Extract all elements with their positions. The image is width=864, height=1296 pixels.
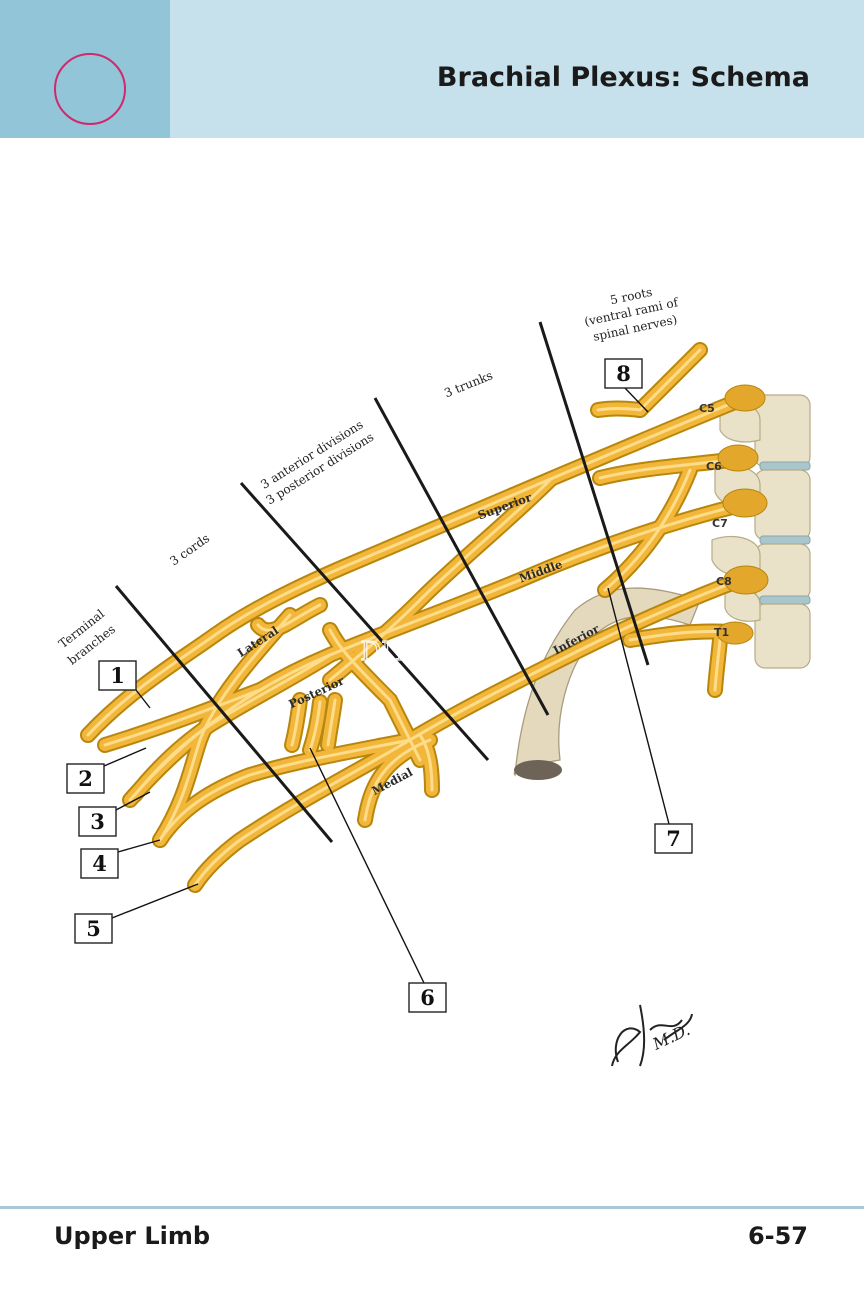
spinal-ganglia	[716, 384, 769, 645]
intervertebral-disc	[759, 461, 811, 471]
footer-section-title: Upper Limb	[54, 1222, 211, 1250]
chapter-circle-icon	[54, 53, 126, 125]
leader-line-1	[135, 689, 151, 709]
vertebral-column	[711, 394, 811, 669]
nerve-network	[88, 350, 740, 885]
divider-cords-branches	[114, 585, 334, 843]
callout-2: 2	[66, 763, 105, 794]
leader-line-2	[103, 747, 147, 767]
divider-divisions-cords	[239, 482, 490, 761]
callout-number: 8	[616, 361, 631, 386]
subclavian-artery	[513, 587, 701, 777]
callout-number: 6	[420, 985, 435, 1010]
root-label-c5: C5	[699, 402, 715, 415]
root-label-c7: C7	[712, 517, 728, 530]
vertebra-body	[754, 603, 811, 669]
callout-7: 7	[654, 823, 693, 854]
leader-line-6	[309, 747, 425, 984]
callout-number: 3	[90, 809, 105, 834]
root-label-c8: C8	[716, 575, 732, 588]
intervertebral-disc	[759, 595, 811, 605]
root-label-t1: T1	[714, 626, 729, 639]
callout-8: 8	[604, 358, 643, 389]
callout-number: 5	[86, 916, 101, 941]
leader-line-7	[607, 587, 670, 825]
label-trunks: 3 trunks	[442, 368, 494, 400]
intervertebral-disc	[759, 535, 811, 545]
callout-6: 6	[408, 982, 447, 1013]
watermark: DIYE.COM	[360, 637, 503, 667]
ganglion	[723, 565, 769, 595]
footer-page-number: 6-57	[747, 1222, 808, 1250]
callout-3: 3	[78, 806, 117, 837]
leader-line-4	[117, 839, 161, 853]
ganglion	[722, 488, 768, 518]
artery-cut-end	[514, 760, 562, 780]
callout-4: 4	[80, 848, 119, 879]
callout-5: 5	[74, 913, 113, 944]
ganglion	[724, 384, 766, 412]
artist-signature: M.D.	[611, 1004, 693, 1067]
callout-number: 7	[666, 826, 681, 851]
callout-number: 4	[92, 851, 107, 876]
page-title: Brachial Plexus: Schema	[436, 62, 810, 93]
label-middle-trunk: Middle	[517, 557, 564, 586]
label-cords: 3 cords	[167, 531, 212, 568]
ganglion	[716, 621, 754, 645]
vertebra-body	[754, 394, 811, 468]
callout-number: 1	[110, 663, 125, 688]
callout-number: 2	[78, 766, 93, 791]
footer-rule	[0, 1206, 864, 1209]
transverse-process	[724, 589, 761, 622]
ganglion	[717, 444, 759, 472]
root-label-c6: C6	[706, 460, 722, 473]
leader-line-5	[111, 883, 199, 919]
leader-line-8	[623, 386, 649, 413]
callout-1: 1	[98, 660, 137, 691]
leader-line-3	[115, 791, 151, 811]
divider-trunks-divisions	[373, 397, 550, 716]
divider-roots-trunks	[538, 321, 650, 666]
